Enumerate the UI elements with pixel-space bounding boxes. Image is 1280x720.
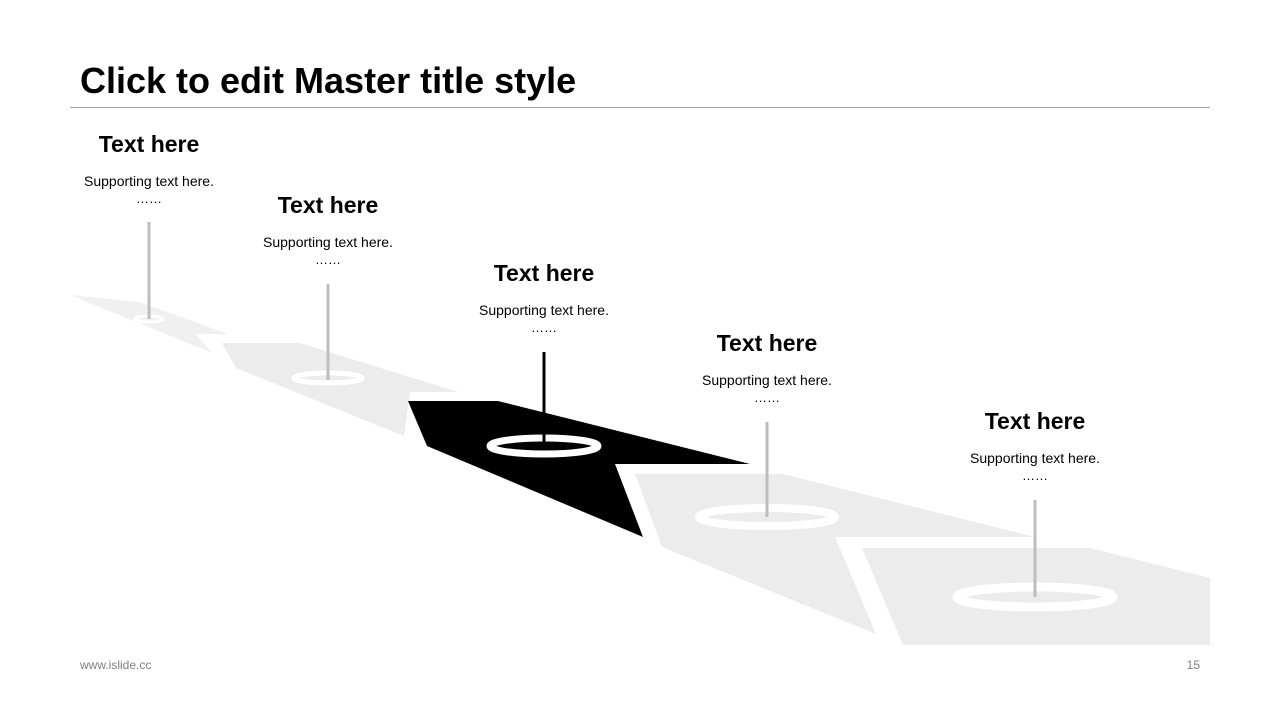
step-heading: Text here (98, 131, 200, 157)
step-heading: Text here (493, 260, 595, 286)
step-ellipsis: …… (1022, 468, 1048, 483)
path-segment-1 (70, 295, 228, 353)
step-ellipsis: …… (136, 191, 162, 206)
pin-2 (291, 284, 365, 386)
step-4-text: Text here Supporting text here. …… (647, 329, 887, 405)
step-supporting-text: Supporting text here. (84, 173, 214, 189)
slide-title: Click to edit Master title style (80, 60, 577, 101)
pin-4 (695, 422, 839, 530)
step-supporting-text: Supporting text here. (263, 234, 393, 250)
step-2-text: Text here Supporting text here. …… (208, 191, 448, 267)
footer-url: www.islide.cc (80, 658, 152, 672)
step-3-text: Text here Supporting text here. …… (424, 259, 664, 335)
pin-1 (133, 222, 165, 324)
step-heading: Text here (984, 408, 1086, 434)
path-segment-3 (408, 401, 750, 537)
step-supporting-text: Supporting text here. (970, 450, 1100, 466)
step-heading: Text here (716, 330, 818, 356)
pin-5 (952, 500, 1118, 612)
step-5-text: Text here Supporting text here. …… (915, 407, 1155, 483)
step-supporting-text: Supporting text here. (702, 372, 832, 388)
path-segment-2 (222, 343, 458, 436)
step-heading: Text here (277, 192, 379, 218)
step-1-text: Text here Supporting text here. …… (29, 130, 269, 206)
step-supporting-text: Supporting text here. (479, 302, 609, 318)
step-ellipsis: …… (315, 252, 341, 267)
step-ellipsis: …… (754, 390, 780, 405)
title-divider (70, 107, 1210, 108)
step-ellipsis: …… (531, 320, 557, 335)
page-number: 15 (1186, 658, 1200, 672)
pin-3 (486, 352, 602, 458)
path-segment-4 (635, 474, 1035, 634)
